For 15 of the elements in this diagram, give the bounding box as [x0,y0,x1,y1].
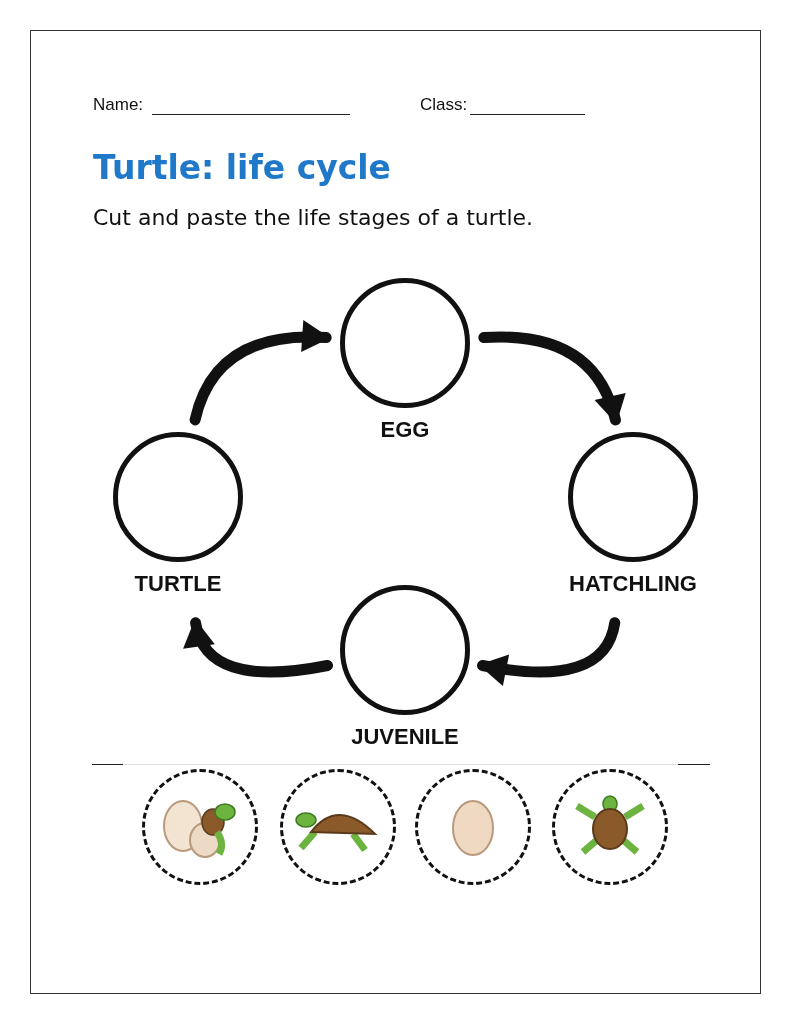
instruction-text: Cut and paste the life stages of a turtle. [93,205,534,230]
field-label: Name: [93,95,144,115]
cut-out-circle [142,769,258,885]
stage-label: TURTLE [134,571,222,597]
curved-arrow [478,331,625,426]
stage-label: JUVENILE [351,724,459,750]
stage-label: HATCHLING [569,571,697,597]
field-label: Class: [420,95,468,115]
cut-out-circle [552,769,668,885]
cut-out-circle [280,769,396,885]
cut-out-circle [415,769,531,885]
curved-arrow [189,320,332,426]
curved-arrow [185,617,334,678]
stage-label: EGG [380,417,430,443]
title: Turtle: life cycle [93,148,391,187]
